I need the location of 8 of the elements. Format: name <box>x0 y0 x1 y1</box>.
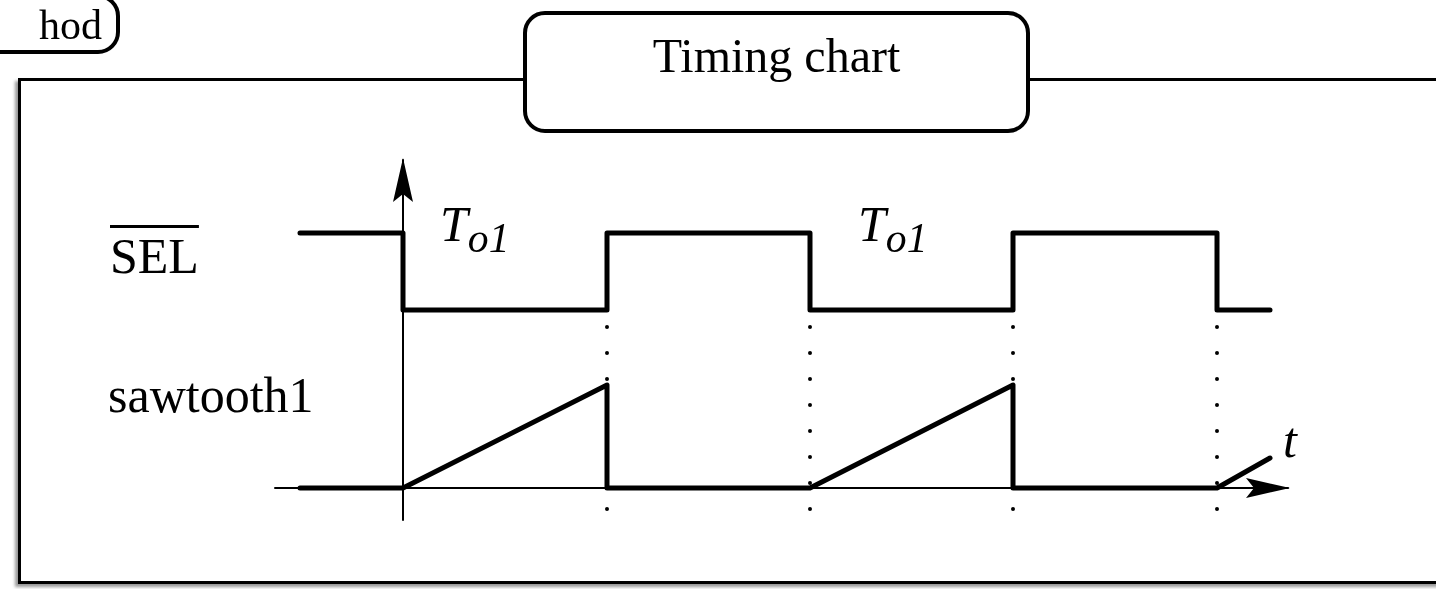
signal-name: SEL <box>110 228 199 284</box>
period-label: T$_{o1}$ <box>440 196 510 263</box>
rounded-box <box>0 0 120 54</box>
signal-name: sawtooth1 <box>108 367 314 423</box>
panel-heading: Timing chart <box>652 27 901 83</box>
period-label: T$_{o1}$ <box>858 196 928 263</box>
axis-label: t <box>1283 412 1297 468</box>
box-text: hod <box>39 2 102 48</box>
